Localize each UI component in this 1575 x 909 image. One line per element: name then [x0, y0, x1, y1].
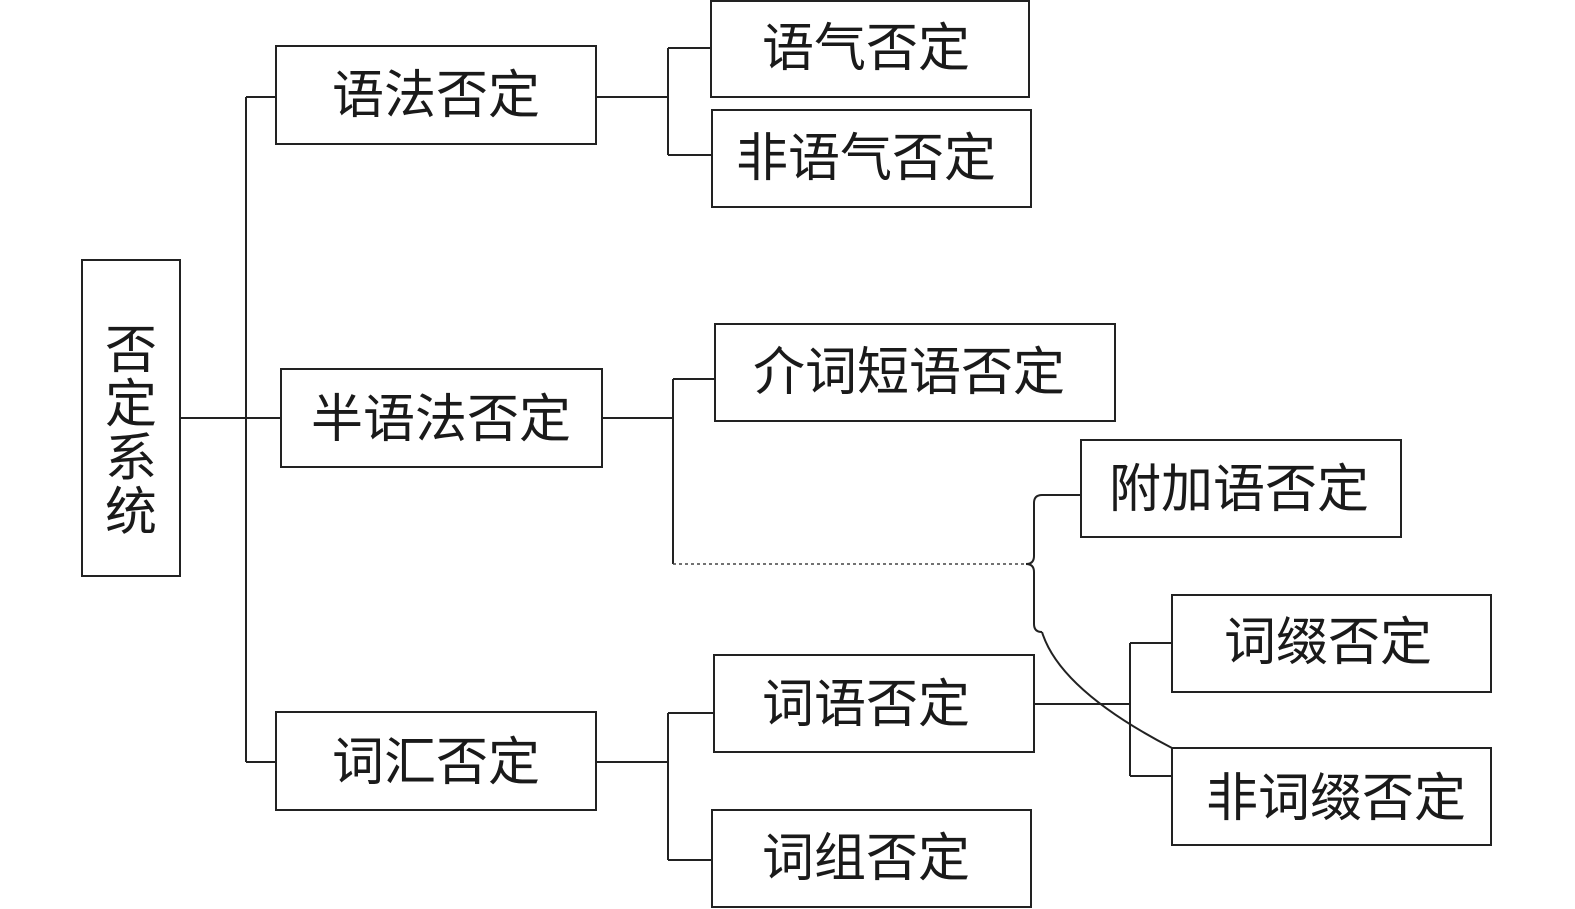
root-label-char-1: 否 — [105, 321, 157, 381]
root-label-char-3: 系 — [105, 429, 157, 489]
root-label-char-4: 统 — [105, 483, 157, 543]
curve-to-non-affix — [1041, 631, 1173, 749]
node-additional-word: 附加语否定 — [1080, 439, 1402, 538]
node-word: 词语否定 — [713, 654, 1035, 753]
node-non-modal-label: 非语气否定 — [736, 129, 996, 189]
node-non-affix: 非词缀否定 — [1171, 747, 1492, 846]
node-semi-grammatical-label: 半语法否定 — [311, 390, 571, 450]
node-semi-grammatical: 半语法否定 — [280, 368, 603, 468]
bracket-additional-word — [1025, 494, 1081, 633]
node-lexical: 词汇否定 — [275, 711, 597, 811]
node-word-label: 词语否定 — [762, 675, 970, 735]
node-phrase: 词组否定 — [711, 809, 1032, 908]
node-phrase-label: 词组否定 — [762, 829, 970, 889]
node-root: 否 定 系 统 — [81, 259, 181, 577]
node-affix: 词缀否定 — [1171, 594, 1492, 693]
node-grammatical: 语法否定 — [275, 45, 597, 145]
node-affix-label: 词缀否定 — [1224, 613, 1432, 673]
node-non-modal: 非语气否定 — [711, 109, 1032, 208]
node-non-affix-label: 非词缀否定 — [1206, 769, 1466, 829]
node-prepositional-phrase-label: 介词短语否定 — [753, 343, 1065, 403]
node-grammatical-label: 语法否定 — [332, 66, 540, 126]
node-lexical-label: 词汇否定 — [332, 733, 540, 793]
root-label-char-2: 定 — [105, 375, 157, 435]
node-modal-label: 语气否定 — [762, 19, 970, 79]
connectors — [180, 47, 1173, 861]
node-modal: 语气否定 — [710, 0, 1030, 98]
node-additional-word-label: 附加语否定 — [1109, 460, 1369, 520]
node-prepositional-phrase: 介词短语否定 — [714, 323, 1116, 422]
